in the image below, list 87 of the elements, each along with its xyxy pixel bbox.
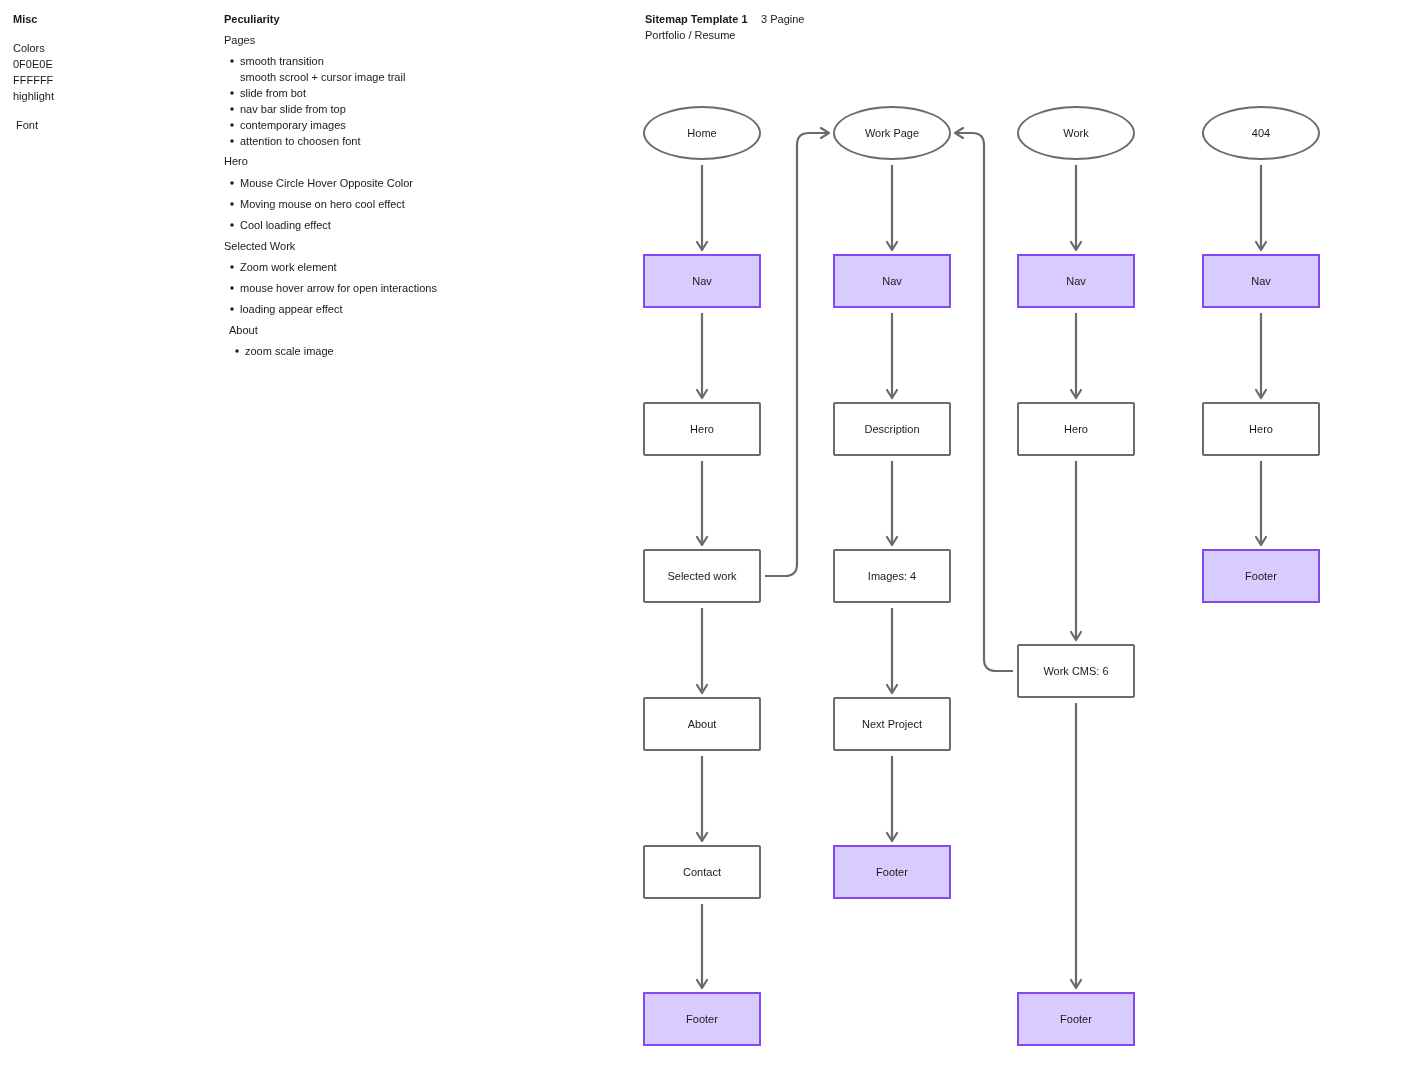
node-label: 404 <box>1251 127 1271 139</box>
list-item: Moving mouse on hero cool effect <box>240 197 405 212</box>
arrow <box>1254 165 1268 252</box>
note-text: 0F0E0E <box>13 57 53 72</box>
section-box <box>643 845 761 899</box>
note-text: smooth scrool + cursor image trail <box>240 70 406 85</box>
node-label: Home <box>687 127 717 139</box>
node-label: About <box>687 718 717 730</box>
node-label: Hero <box>1064 423 1088 435</box>
arrow <box>695 313 709 400</box>
note-text: Hero <box>224 154 248 169</box>
arrow <box>1069 703 1083 990</box>
section-box <box>643 402 761 456</box>
node-label: Work Page <box>864 127 920 139</box>
list-item: smooth transition <box>240 54 324 69</box>
note-text: 3 Pagine <box>761 12 805 27</box>
arrow <box>885 165 899 252</box>
arrow <box>1069 165 1083 252</box>
node-label: Work <box>1063 127 1089 139</box>
list-item: zoom scale image <box>245 344 334 359</box>
note-text: FFFFFF <box>13 73 54 88</box>
note-text: About <box>229 323 258 338</box>
node-label: Work CMS: 6 <box>1043 665 1109 677</box>
list-item: attention to choosen font <box>240 134 361 149</box>
section-box <box>1202 402 1320 456</box>
node-label: Footer <box>876 866 908 878</box>
node-label: Footer <box>1245 570 1277 582</box>
arrow <box>765 126 831 578</box>
section-heading: Peculiarity <box>224 12 280 27</box>
node-label: Next Project <box>862 718 922 730</box>
section-box <box>1017 644 1135 698</box>
node-label: Images: 4 <box>867 570 917 582</box>
list-item: Mouse Circle Hover Opposite Color <box>240 176 413 191</box>
arrow <box>885 608 899 695</box>
section-box <box>643 992 761 1046</box>
list-item: Zoom work element <box>240 260 337 275</box>
node-label: Hero <box>1249 423 1273 435</box>
section-box <box>643 697 761 751</box>
section-box <box>833 697 951 751</box>
node-label: Footer <box>686 1013 718 1025</box>
node-label: Description <box>864 423 920 435</box>
node-label: Nav <box>882 275 902 287</box>
note-text: Pages <box>224 33 256 48</box>
arrow <box>695 756 709 843</box>
list-item: mouse hover arrow for open interactions <box>240 281 437 296</box>
section-box <box>1017 402 1135 456</box>
arrow <box>695 165 709 252</box>
diagram-title: Sitemap Template 1 <box>645 12 748 27</box>
section-box <box>643 254 761 308</box>
section-heading: Misc <box>13 12 38 27</box>
arrow <box>695 608 709 695</box>
node-label: Contact <box>683 866 721 878</box>
section-box <box>833 254 951 308</box>
section-box <box>833 845 951 899</box>
note-text: Portfolio / Resume <box>645 28 736 43</box>
node-label: Nav <box>1066 275 1086 287</box>
node-label: Nav <box>692 275 712 287</box>
arrow <box>1254 313 1268 400</box>
section-box <box>833 549 951 603</box>
list-item: loading appear effect <box>240 302 343 317</box>
arrow <box>885 313 899 400</box>
node-label: Hero <box>690 423 714 435</box>
section-box <box>1202 549 1320 603</box>
arrow <box>1069 461 1083 642</box>
arrow <box>885 461 899 547</box>
node-label: Footer <box>1060 1013 1092 1025</box>
section-box <box>833 402 951 456</box>
list-item: nav bar slide from top <box>240 102 346 117</box>
list-item: slide from bot <box>240 86 307 101</box>
list-item: Cool loading effect <box>240 218 331 233</box>
list-item: contemporary images <box>240 118 346 133</box>
arrow <box>1254 461 1268 547</box>
section-box <box>643 549 761 603</box>
arrow <box>953 126 1013 673</box>
note-text: Selected Work <box>224 239 296 254</box>
node-label: Nav <box>1251 275 1271 287</box>
arrow <box>1069 313 1083 400</box>
section-box <box>1202 254 1320 308</box>
section-box <box>1017 254 1135 308</box>
node-label: Selected work <box>667 570 737 582</box>
note-text: Font <box>16 118 38 133</box>
note-text: highlight <box>13 89 54 104</box>
arrow <box>885 756 899 843</box>
arrow <box>695 461 709 547</box>
note-text: Colors <box>13 41 45 56</box>
section-box <box>1017 992 1135 1046</box>
arrow <box>695 904 709 990</box>
